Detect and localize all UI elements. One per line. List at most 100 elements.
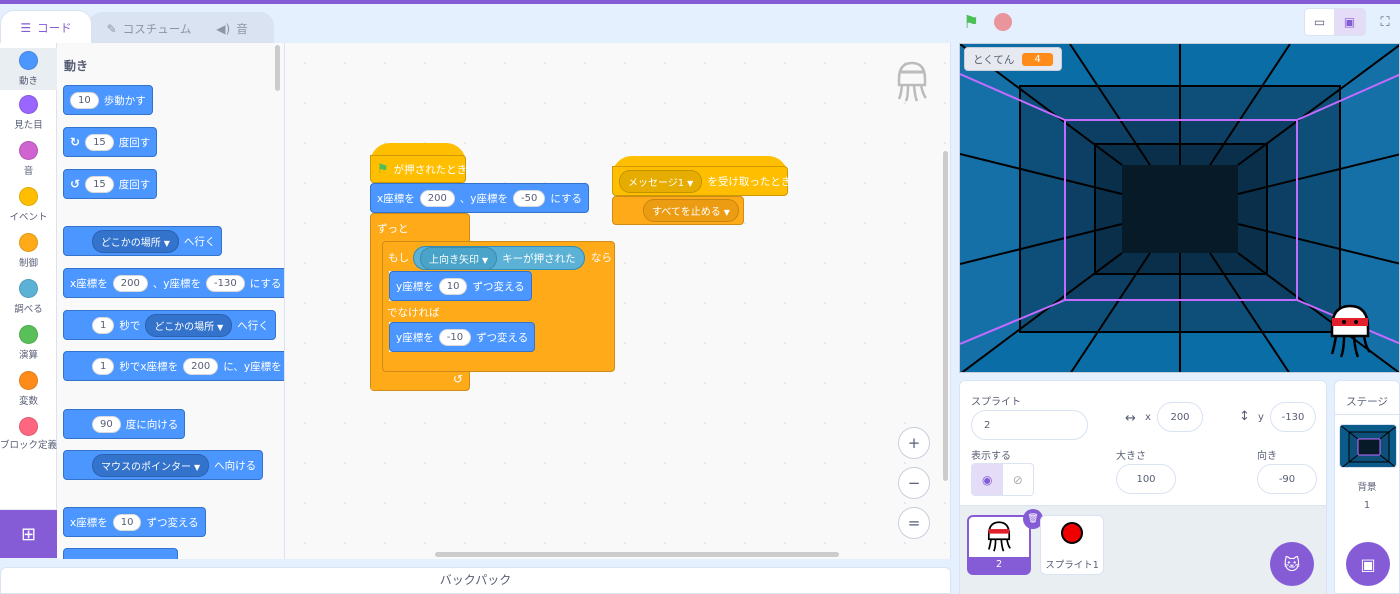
x-position-input[interactable]: 200 (1157, 402, 1203, 432)
fullscreen-button[interactable]: ⛶ (1372, 8, 1398, 36)
key-dropdown[interactable]: 上向き矢印▼ (420, 246, 498, 270)
category-sound[interactable]: 音 (0, 141, 57, 177)
degrees-input[interactable]: 15 (85, 175, 114, 193)
tab-code[interactable]: ☰ コード (0, 10, 92, 44)
x-input[interactable]: 200 (112, 274, 148, 292)
glide-to-block[interactable]: 1 秒で どこかの場所▼ へ行く (63, 310, 276, 340)
category-variables[interactable]: 変数 (0, 371, 57, 407)
y-input[interactable]: -130 (206, 274, 245, 292)
change-y-block[interactable]: y座標を -10 ずつ変える (389, 322, 536, 352)
point-towards-block[interactable]: マウスのポインター▼ へ向ける (63, 450, 264, 480)
glide-target-dropdown[interactable]: どこかの場所▼ (145, 313, 233, 337)
turn-left-block[interactable]: ↺ 15 度回す (63, 169, 158, 199)
workspace-vertical-scrollbar[interactable] (943, 151, 948, 481)
category-my-blocks[interactable]: ブロック定義 (0, 417, 57, 453)
when-flag-clicked-block[interactable]: ⚑ が押されたとき (370, 155, 467, 183)
change-y-input[interactable]: 10 (438, 277, 468, 295)
stage-canvas[interactable] (959, 43, 1400, 373)
brush-icon: ✎ (106, 21, 117, 36)
chevron-down-icon: ▼ (194, 462, 201, 472)
steps-input[interactable]: 10 (70, 91, 99, 109)
seconds-input[interactable]: 1 (92, 316, 115, 334)
seconds-input[interactable]: 1 (92, 357, 115, 375)
variables-color-dot (19, 371, 38, 390)
degrees-input[interactable]: 15 (85, 133, 114, 151)
point-towards-dropdown[interactable]: マウスのポインター▼ (92, 453, 210, 477)
small-stage-icon: ▭ (1313, 15, 1326, 29)
red-ball-sprite-icon (1061, 522, 1083, 544)
y-arrows-icon: ↕ (1239, 409, 1250, 424)
player-sprite[interactable] (1326, 302, 1374, 362)
hide-sprite-button[interactable]: ⊘ (1003, 464, 1034, 495)
set-x-block[interactable] (63, 548, 178, 559)
show-sprite-button[interactable]: ◉ (972, 464, 1003, 495)
score-monitor: とくてん 4 (964, 47, 1062, 71)
message-dropdown[interactable]: メッセージ1▼ (619, 169, 703, 193)
point-in-direction-block[interactable]: 90 度に向ける (63, 409, 186, 439)
move-steps-block[interactable]: 10 歩動かす (63, 85, 153, 115)
tunnel-thumbnail-icon (1340, 425, 1396, 467)
go-to-xy-block[interactable]: x座標を 200 、y座標を -130 にする (63, 268, 284, 298)
y-position-input[interactable]: -130 (1270, 402, 1316, 432)
workspace-horizontal-scrollbar[interactable] (435, 552, 839, 557)
direction-input[interactable]: 90 (92, 415, 121, 433)
block-palette: 動き 10 歩動かす ↻ 15 度回す ↺ 15 度回す どこかの場所▼ へ行く… (57, 43, 285, 559)
backpack-bar[interactable]: バックパック (0, 567, 951, 594)
sprite-name-input[interactable]: 2 (971, 410, 1088, 440)
go-to-block[interactable]: どこかの場所▼ へ行く (63, 226, 223, 256)
category-events[interactable]: イベント (0, 187, 57, 223)
zoom-in-icon: + (907, 434, 921, 452)
change-x-block[interactable]: x座標を 10 ずつ変える (63, 507, 206, 537)
my-blocks-color-dot (19, 417, 38, 436)
key-pressed-block[interactable]: 上向き矢印▼ キーが押された (413, 246, 585, 270)
green-flag-button[interactable]: ⚑ (963, 12, 979, 33)
category-sensing[interactable]: 調べる (0, 279, 57, 315)
x-input[interactable]: 200 (419, 189, 455, 207)
jellyfish-sprite-icon (987, 521, 1011, 552)
tab-costumes[interactable]: ✎ コスチューム (88, 12, 210, 44)
sprite-thumb-sprite1[interactable]: スプライト1 (1040, 515, 1104, 575)
x-arrows-icon: ↔ (1125, 411, 1136, 426)
go-to-target-dropdown[interactable]: どこかの場所▼ (92, 229, 179, 253)
turn-right-block[interactable]: ↻ 15 度回す (63, 127, 158, 157)
backdrop-thumbnail[interactable] (1339, 424, 1397, 468)
zoom-in-button[interactable]: + (898, 427, 930, 459)
zoom-out-icon: − (907, 474, 921, 492)
change-x-input[interactable]: 10 (112, 513, 142, 531)
sound-color-dot (19, 141, 38, 160)
category-looks[interactable]: 見た目 (0, 95, 57, 131)
when-i-receive-block[interactable]: メッセージ1▼ を受け取ったとき (612, 166, 791, 196)
x-input[interactable]: 200 (183, 357, 219, 375)
category-motion[interactable]: 動き (0, 48, 57, 90)
operators-color-dot (19, 325, 38, 344)
sprite-thumb-2[interactable]: 2 🗑 (967, 509, 1043, 575)
chevron-down-icon: ▼ (217, 322, 224, 332)
set-xy-block[interactable]: x座標を 200 、y座標を -50 にする (370, 183, 589, 213)
sprite-info: スプライト 2 ↔ x 200 ↕ y -130 表示する ◉ ⊘ 大きさ 10… (960, 381, 1328, 505)
y-input[interactable]: -50 (513, 189, 546, 207)
top-accent-bar (0, 0, 1400, 4)
stop-option-dropdown[interactable]: すべてを止める▼ (643, 199, 739, 222)
glide-to-xy-block[interactable]: 1 秒でx座標を 200 に、y座標を (63, 351, 284, 381)
script-workspace[interactable]: ⚑ が押されたとき x座標を 200 、y座標を -50 にする ずっと ↺ も… (285, 43, 951, 559)
zoom-out-button[interactable]: − (898, 467, 930, 499)
delete-sprite-button[interactable]: 🗑 (1023, 509, 1043, 529)
category-operators[interactable]: 演算 (0, 325, 57, 361)
category-control[interactable]: 制御 (0, 233, 57, 269)
large-stage-button[interactable]: ▣ (1335, 9, 1365, 35)
change-y-input[interactable]: -10 (438, 328, 472, 346)
add-extension-button[interactable]: ⊞ (0, 510, 57, 558)
add-sprite-button[interactable]: 🐱 (1270, 542, 1314, 586)
stage-selector[interactable]: ステージ 背景 1 ▣ (1334, 380, 1400, 594)
stop-button[interactable] (994, 13, 1012, 31)
score-value: 4 (1022, 52, 1053, 66)
size-input[interactable]: 100 (1116, 464, 1176, 494)
stop-block[interactable]: すべてを止める▼ (612, 196, 744, 225)
zoom-reset-button[interactable]: = (898, 507, 930, 539)
change-y-block[interactable]: y座標を 10 ずつ変える (389, 271, 532, 301)
direction-input[interactable]: -90 (1257, 464, 1317, 494)
add-backdrop-button[interactable]: ▣ (1346, 542, 1390, 586)
palette-scrollbar[interactable] (275, 45, 280, 91)
cat-plus-icon: 🐱 (1283, 554, 1301, 574)
small-stage-button[interactable]: ▭ (1305, 9, 1335, 35)
